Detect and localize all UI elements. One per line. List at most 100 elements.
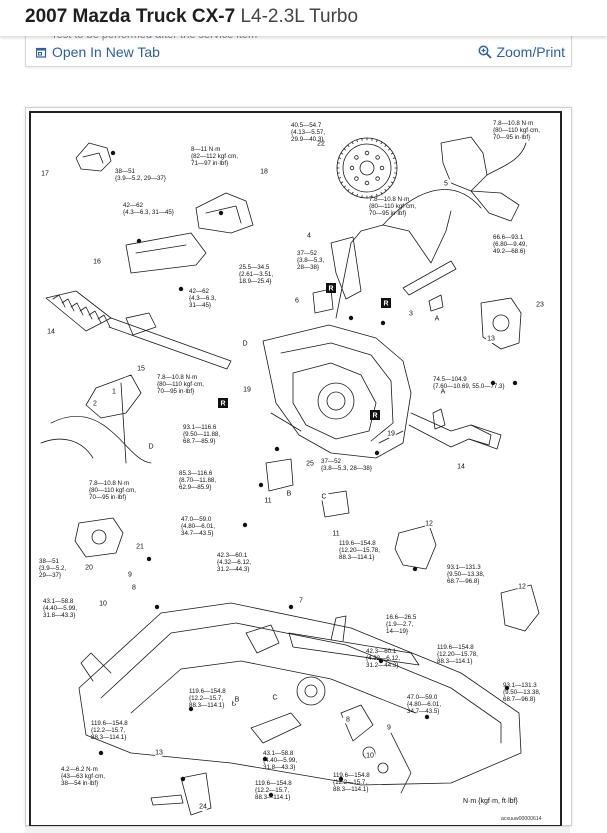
torque-spec-a31: 43.1—58.8{4.40—5.99,31.8—43.3} (263, 750, 297, 771)
open-in-new-tab-link[interactable]: Open In New Tab (36, 44, 160, 60)
fastener-bolt (155, 605, 159, 609)
torque-spec-a24: 119.6—154.8{12.20—15.78,88.3—114.1} (437, 644, 478, 665)
torque-spec-a4: 38—51{3.9—5.2, 29—37} (115, 168, 166, 182)
torque-spec-line: 71—97 in·lbf} (191, 160, 228, 167)
callout-number: 6 (295, 297, 299, 304)
torque-spec-line: 28—38} (297, 264, 319, 271)
callout-letter: D (148, 443, 153, 450)
drive-plate-bolt-hole (355, 177, 359, 181)
torque-spec-line: 40.5—54.7 (291, 122, 322, 129)
torque-spec-a16: 7.8—10.8 N·m{80—110 kgf·cm,70—95 in·lbf} (89, 480, 136, 501)
torque-spec-a5: 42—62{4.3—6.3, 31—45} (123, 202, 174, 216)
torque-spec-a29: 119.6—154.8{12.2—15.7,88.3—114.1} (91, 720, 128, 741)
torque-spec-a27: 119.6—154.8{12.2—15.7,88.3—114.1} (189, 688, 226, 709)
torque-spec-a10: 42—62{4.3—6.3,31—45} (189, 288, 216, 309)
drive-plate-hub (360, 161, 374, 175)
torque-spec-line: 85.3—116.6 (179, 470, 213, 477)
rear-mount-bushing-core (305, 685, 317, 697)
torque-spec-a12: 7.8—10.8 N·m{80—110 kgf·cm,70—95 in·lbf} (157, 374, 204, 395)
drive-plate-bolt-hole (350, 166, 354, 170)
zoom-print-link[interactable]: Zoom/Print (478, 44, 565, 60)
units-note: N·m {kgf·m, ft·lbf} (463, 798, 519, 805)
fastener-bolt (289, 605, 293, 609)
external-window-icon (36, 47, 47, 58)
torque-spec-line: 38—51 (115, 168, 136, 175)
drive-plate-bolt-hole (376, 156, 380, 160)
torque-spec-line: {2.61—3.51, (239, 271, 273, 278)
torque-spec-line: 93.1—116.6 (183, 424, 217, 431)
torque-spec-a2: 40.5—54.7{4.13—5.57,29.9—40.3} (291, 122, 325, 143)
callout-number: 15 (137, 365, 145, 372)
callout-number: 10 (366, 752, 374, 759)
callout-number: 8 (346, 716, 350, 723)
callout-letter: C (321, 493, 326, 500)
leader-line (371, 625, 387, 641)
torque-spec-line: 70—95 in·lbf} (369, 210, 406, 217)
torque-spec-line: 47.0—59.0 (181, 516, 212, 523)
callout-number: 18 (260, 168, 268, 175)
torque-spec-line: {1.9—2.7, (386, 621, 413, 628)
ring-gear-tooth (344, 186, 346, 187)
torque-spec-a17: 47.0—59.0{4.80—6.01,34.7—43.5} (181, 516, 215, 537)
drive-plate-bolt-hole (355, 156, 359, 160)
diagram-toolbar: * Test to be performed after the service… (25, 36, 572, 67)
fastener-bolt (243, 523, 247, 527)
drive-plate-bolt-hole (376, 177, 380, 181)
figure-code: acxuuw00000614 (501, 816, 542, 822)
torque-spec-line: 88.3—114.1} (437, 658, 472, 665)
callout-number: 11 (264, 497, 271, 504)
ring-gear-tooth (341, 153, 343, 154)
transaxle-input-shaft (327, 392, 345, 410)
engine-spec: L4-2.3L Turbo (240, 6, 358, 27)
torque-spec-a33: 119.6—154.8{12.2—15.7,88.3—114.1} (333, 772, 370, 793)
range-switch-connector (471, 191, 519, 221)
torque-spec-line: 74.5—104.9 (433, 376, 467, 383)
callout-number: 7 (299, 597, 303, 604)
engine-mount-12 (395, 525, 436, 569)
callout-number: 5 (444, 180, 448, 187)
ring-gear-tooth (344, 149, 346, 150)
callout-number: 25 (306, 460, 314, 467)
torque-spec-line: 31.8—43.3} (43, 612, 75, 619)
torque-spec-line: 8—11 N·m (191, 146, 220, 153)
ring-gear-tooth (388, 186, 390, 187)
torque-spec-a11: 74.5—104.9{7.60—10.69, 55.0—77.3} (433, 376, 505, 390)
heat-shield-bracket (196, 193, 253, 233)
torque-spec-line: {9.50—11.88, (183, 431, 220, 438)
callout-number: 9 (387, 724, 391, 731)
ring-gear-tooth (385, 145, 386, 147)
ring-gear-tooth (388, 149, 390, 150)
torque-spec-line: 7.8—10.8 N·m (493, 120, 533, 127)
torque-spec-a1: 8—11 N·m{82—112 kgf·cm,71—97 in·lbf} (191, 146, 238, 167)
reinstall-mark: R (372, 413, 377, 420)
torque-spec-a25: 42.3—60.1{4.32—6.12,31.2—44.3} (366, 648, 400, 669)
torque-spec-line: {4.13—5.57, (291, 129, 325, 136)
torque-spec-line: 88.3—114.1} (333, 786, 368, 793)
torque-spec-line: 31—45} (189, 302, 211, 309)
engine-mount-bracket-detail (83, 153, 103, 163)
torque-spec-a19: 42.3—60.1{4.32—6.12,31.2—44.3} (217, 552, 251, 573)
transaxle-bellhousing (318, 383, 354, 419)
torque-spec-line: {4.32—6.12, (217, 559, 251, 566)
ball-joint-nut (378, 763, 388, 773)
ring-gear-tooth (391, 182, 393, 183)
torque-spec-line: 66.6—93.1 (493, 234, 524, 241)
drive-plate (337, 138, 397, 198)
page-title: 2007 Mazda Truck CX-7 L4-2.3L Turbo (25, 6, 358, 28)
torque-spec-a28: 47.0—59.0{4.80—6.01,34.7—43.5} (407, 694, 441, 715)
callout-letter: A (435, 315, 440, 322)
torque-spec-line: 16.6—26.5 (386, 614, 417, 621)
drive-plate-bolt-hole (365, 181, 369, 185)
callout-number: 3 (409, 310, 413, 317)
torque-spec-line: 7.8—10.8 N·m (369, 196, 409, 203)
torque-spec-a8: 37—52{3.8—5.3,28—38} (297, 250, 324, 271)
ring-gear-tooth (391, 153, 393, 154)
callout-number: 14 (47, 328, 55, 335)
torque-spec-line: 68.7—96.8} (503, 696, 535, 703)
drive-plate-bolt-hole (365, 151, 369, 155)
fastener-bolt (147, 557, 151, 561)
torque-spec-line: 93.1—131.3 (503, 682, 537, 689)
callout-number: 13 (155, 749, 163, 756)
